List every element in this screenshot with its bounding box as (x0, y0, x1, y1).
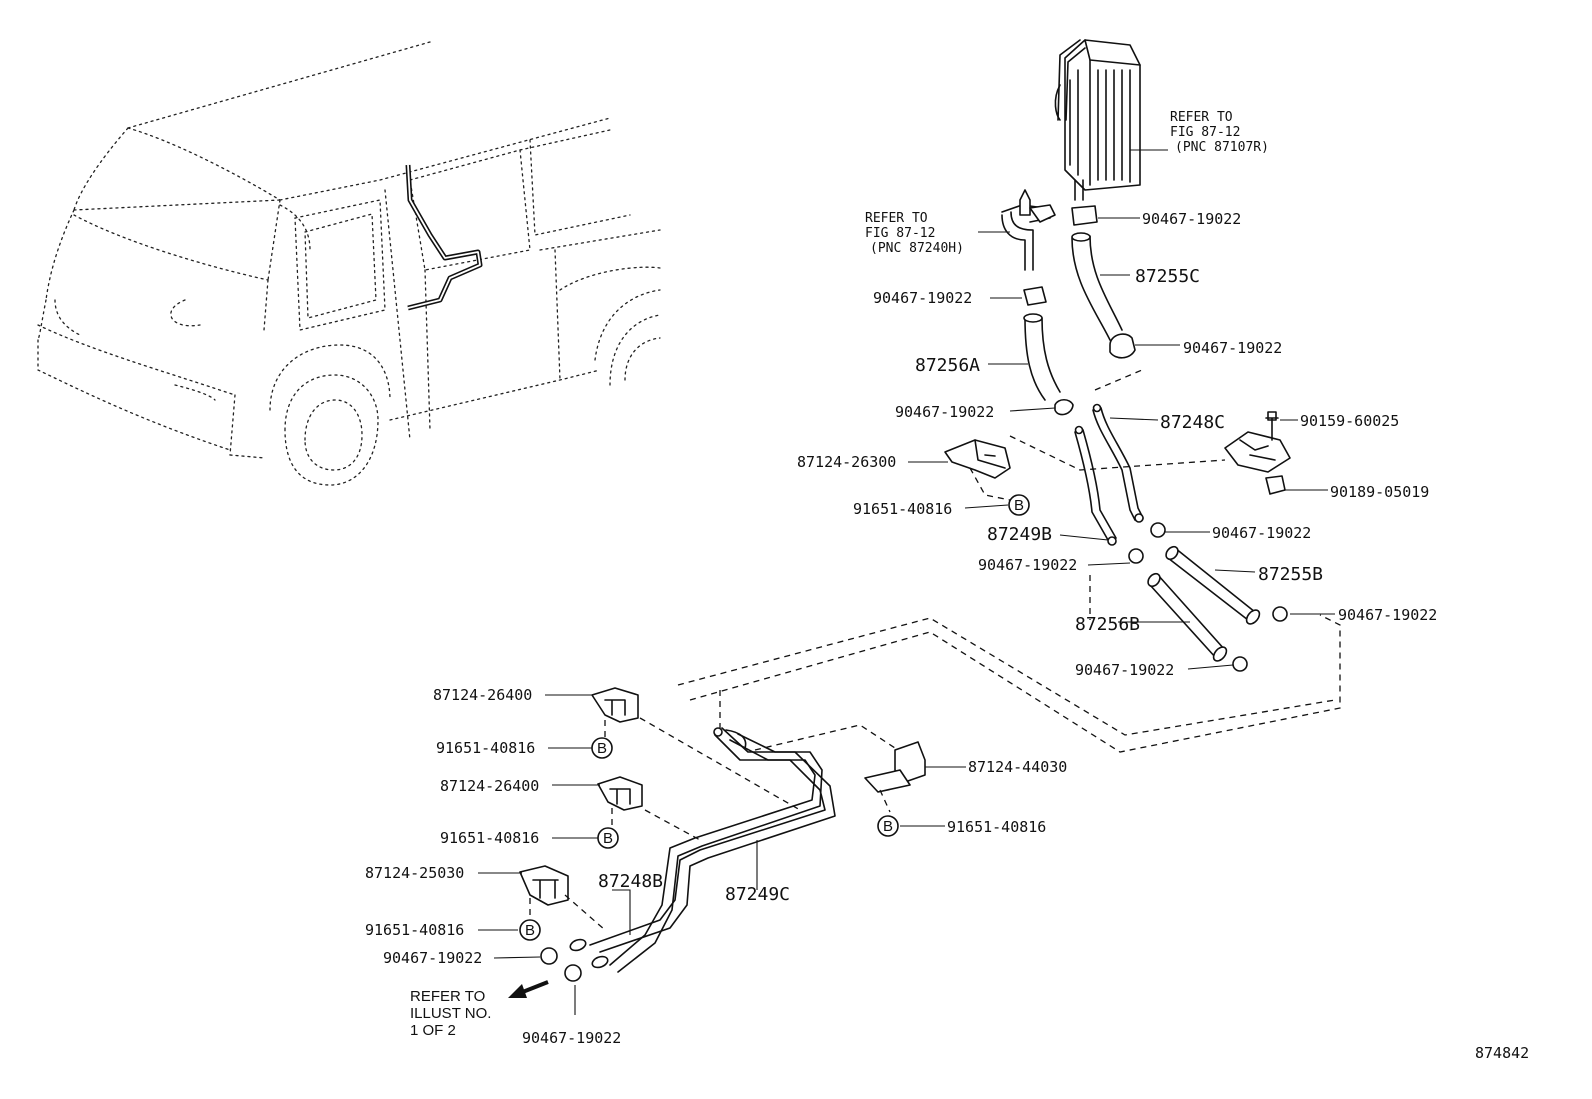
label-25030: 87124-25030 (365, 864, 464, 882)
figure-number: 874842 (1475, 1044, 1529, 1062)
b-letter-4: B (525, 922, 535, 939)
clamp-26300-shape (944, 439, 1011, 479)
lower-pipe-assembly (540, 727, 836, 982)
refer-arrow-icon (508, 980, 549, 998)
label-91651-e: 91651-40816 (365, 921, 464, 939)
water-valve (1001, 189, 1056, 271)
label-91651-a: 91651-40816 (853, 500, 952, 518)
refer-tank-line2: FIG 87-12 (1170, 125, 1240, 140)
label-91651-c: 91651-40816 (947, 818, 1046, 836)
label-91651-d: 91651-40816 (440, 829, 539, 847)
b-letter-1: B (1014, 497, 1024, 514)
hose-87255C-shape (1071, 205, 1136, 359)
b-letter-5: B (883, 818, 893, 835)
label-87255B: 87255B (1258, 564, 1323, 585)
label-clamp-front-b: 90467-19022 (522, 1029, 621, 1047)
label-87256B: 87256B (1075, 614, 1140, 635)
b-letter-2: B (597, 740, 607, 757)
label-clamp-far-right: 90467-19022 (1338, 606, 1437, 624)
pipe-87248C-87249B-shape (1074, 403, 1166, 564)
label-bolt: 90159-60025 (1300, 412, 1399, 430)
label-91651-b: 91651-40816 (436, 739, 535, 757)
label-44030: 87124-44030 (968, 758, 1067, 776)
label-87248B: 87248B (598, 871, 663, 892)
label-87256A: 87256A (915, 355, 980, 376)
bolt-b-symbols: B B B B B (519, 494, 1030, 941)
hose-87256A-shape (1023, 286, 1074, 416)
refer-valve-line2: FIG 87-12 (865, 226, 935, 241)
clamp-44030-shape (864, 741, 926, 793)
label-clamp-tank: 90467-19022 (1142, 210, 1241, 228)
refer-valve-line3: (PNC 87240H) (870, 241, 964, 256)
clamp-25030-shape (519, 865, 569, 906)
b-symbol-4 (519, 919, 541, 941)
label-26400-a: 87124-26400 (433, 686, 532, 704)
label-clamp-hose-c: 90467-19022 (1183, 339, 1282, 357)
refer-illust-line3: 1 OF 2 (410, 1022, 456, 1039)
label-26400-b: 87124-26400 (440, 777, 539, 795)
label-clamp-front-a: 90467-19022 (383, 949, 482, 967)
label-clamp-mid-left: 90467-19022 (978, 556, 1077, 574)
label-clip: 90189-05019 (1330, 483, 1429, 501)
b-symbol-2 (591, 737, 613, 759)
label-clamp-hose-a: 90467-19022 (895, 403, 994, 421)
refer-tank-line1: REFER TO (1170, 110, 1233, 125)
label-26300: 87124-26300 (797, 453, 896, 471)
bracket-90159-shape (1224, 411, 1291, 495)
refer-tank-line3: (PNC 87107R) (1175, 140, 1269, 155)
label-87249B: 87249B (987, 524, 1052, 545)
hose-87255B-87256B-shape (1147, 545, 1288, 672)
refer-valve-line1: REFER TO (865, 211, 928, 226)
b-symbol-5 (877, 815, 899, 837)
clamp-26400-b-shape (597, 776, 643, 811)
callout-refer-valve: REFER TO FIG 87-12 (PNC 87240H) (865, 211, 964, 256)
rear-heater-unit (1054, 39, 1141, 201)
label-clamp-mid-right: 90467-19022 (1212, 524, 1311, 542)
label-clamp-bottom-center: 90467-19022 (1075, 661, 1174, 679)
label-87249C: 87249C (725, 884, 790, 905)
refer-illust-line2: ILLUST NO. (410, 1005, 491, 1022)
dashed-guides (529, 369, 1341, 931)
callout-refer-illust: REFER TO ILLUST NO. 1 OF 2 (410, 988, 491, 1039)
clamp-26400-a-shape (591, 687, 639, 723)
b-symbol-3 (597, 827, 619, 849)
b-letter-3: B (603, 830, 613, 847)
label-clamp-valve: 90467-19022 (873, 289, 972, 307)
label-87248C: 87248C (1160, 412, 1225, 433)
label-87255C: 87255C (1135, 266, 1200, 287)
leader-lines (478, 149, 1335, 1015)
vehicle-outline (37, 41, 661, 486)
vehicle-pipe-routing (405, 164, 483, 311)
callout-refer-tank: REFER TO FIG 87-12 (PNC 87107R) (1170, 110, 1269, 155)
b-symbol-1 (1008, 494, 1030, 516)
refer-illust-line1: REFER TO (410, 988, 485, 1005)
